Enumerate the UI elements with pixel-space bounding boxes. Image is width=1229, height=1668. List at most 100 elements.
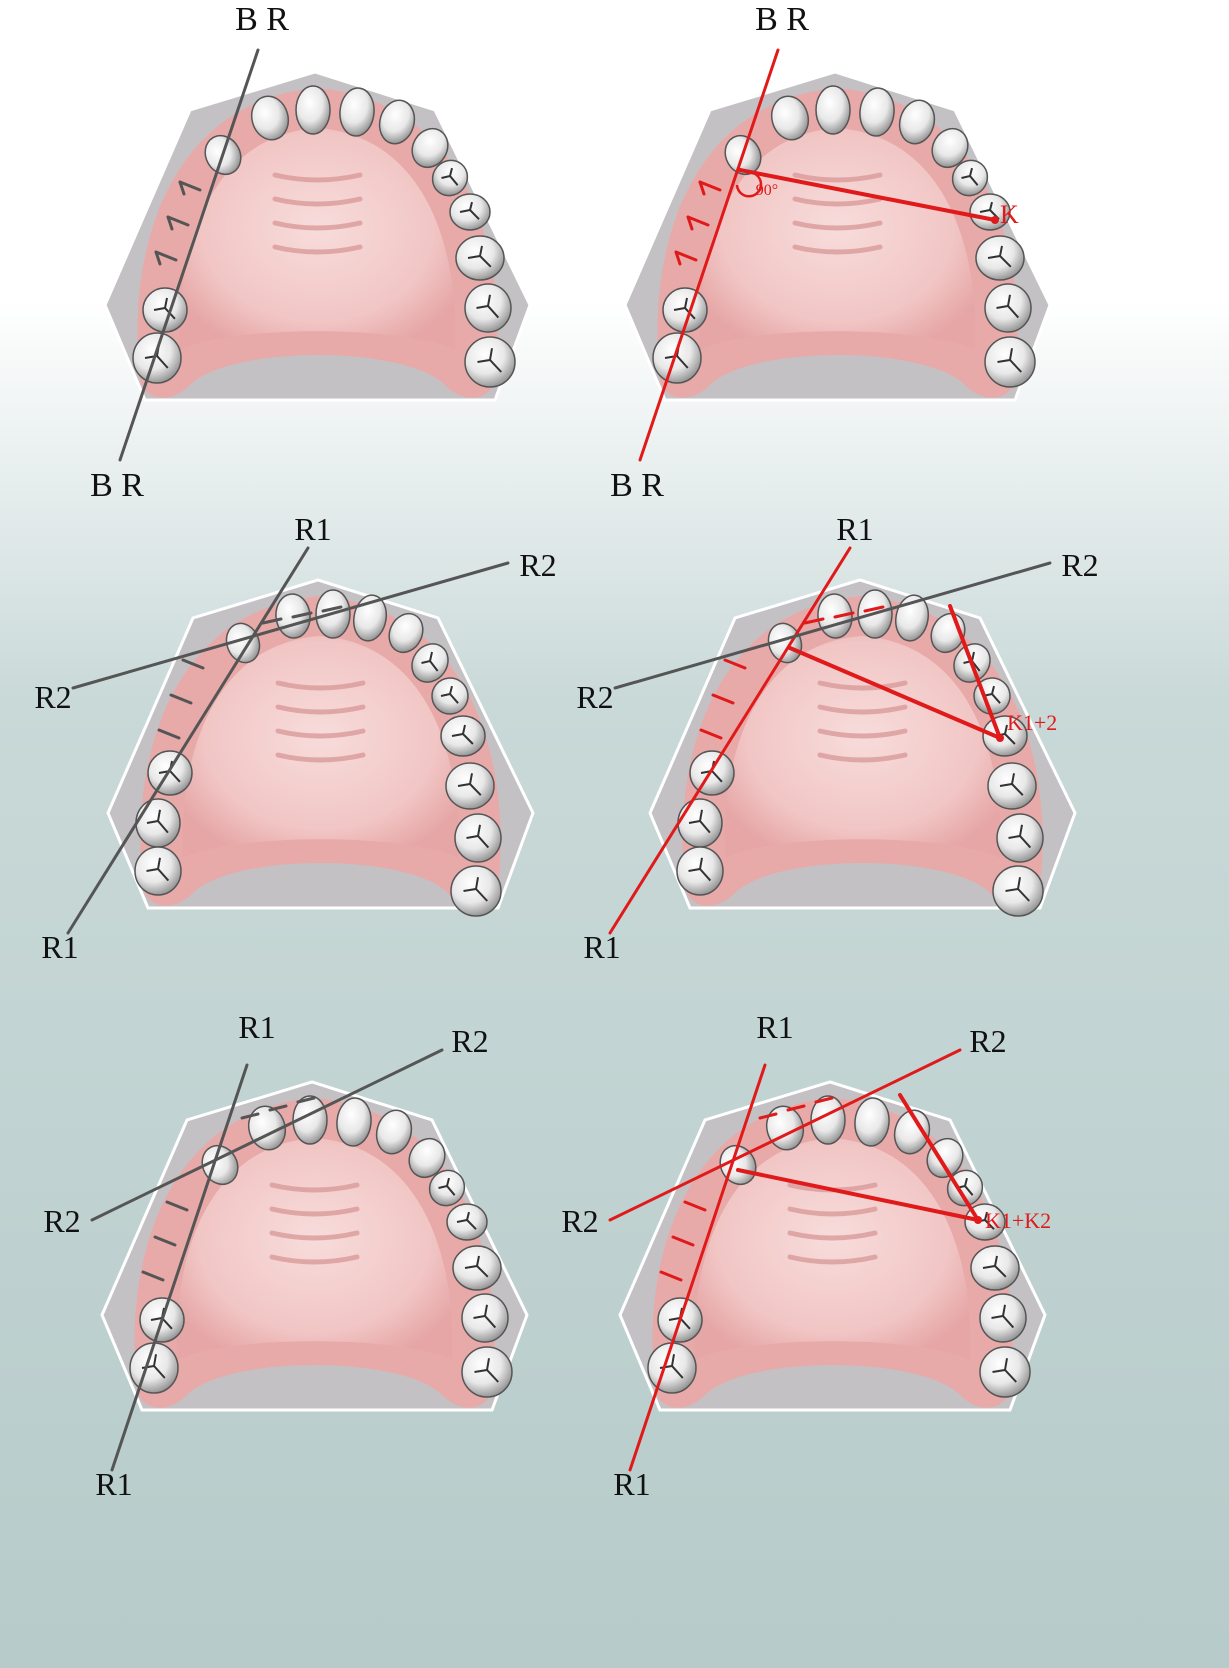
ridge-tick [863, 605, 885, 613]
tooth [411, 643, 449, 683]
palatal-ruga [817, 680, 908, 691]
ridge-tick [723, 658, 747, 670]
tooth [431, 677, 469, 715]
ridge-tick [178, 180, 186, 196]
ridge-tick [814, 1096, 834, 1104]
ridge-tick [758, 1112, 778, 1120]
palate [699, 128, 976, 350]
k-line-1 [736, 1168, 980, 1222]
tooth [894, 594, 930, 642]
br-label-bottom: B R [90, 467, 144, 504]
palate [179, 128, 456, 350]
r2-label-right: R2 [451, 1023, 488, 1059]
palatal-ruga [792, 172, 883, 183]
tooth [461, 1293, 509, 1343]
palatal-ruga [792, 220, 883, 231]
tooth [129, 1342, 179, 1394]
r1-label-bottom: R1 [613, 1466, 650, 1502]
palatal-ruga [817, 704, 908, 715]
k-point [974, 1216, 982, 1224]
tooth [926, 1137, 964, 1179]
ridge-line-r2 [608, 1048, 962, 1222]
ridge-tick [165, 1200, 189, 1212]
tooth [135, 798, 181, 848]
tooth [295, 85, 331, 135]
palatal-ruga [792, 196, 883, 207]
palatal-ruga [792, 244, 883, 255]
r1-label-top: R1 [294, 511, 331, 547]
tooth [647, 1342, 697, 1394]
r2-label-left: R2 [34, 679, 71, 715]
tooth [431, 159, 469, 197]
tooth [132, 332, 182, 384]
r2-label-right: R2 [519, 547, 556, 583]
k-label: K [1000, 200, 1019, 229]
tooth [979, 1293, 1027, 1343]
k-line-1 [788, 646, 1002, 740]
r1-label-top: R1 [238, 1009, 275, 1045]
tooth [464, 336, 516, 388]
tooth [375, 1109, 413, 1155]
palatal-ruga [269, 1254, 360, 1265]
tooth [449, 193, 491, 231]
ridge-tick [686, 215, 694, 231]
br-label-top: B R [755, 1, 809, 38]
ridge-tick [141, 1270, 165, 1282]
ridge-tick [803, 617, 825, 625]
r2-label-right: R2 [1061, 547, 1098, 583]
tooth [973, 677, 1011, 715]
br-label-bottom: B R [610, 467, 664, 504]
ridge-tick [154, 250, 178, 262]
tooth [854, 1097, 890, 1147]
tooth [975, 235, 1025, 281]
tooth [931, 127, 969, 169]
ridge-tick [711, 693, 735, 705]
tooth [464, 283, 512, 333]
r2-label-left: R2 [561, 1203, 598, 1239]
tooth [450, 865, 502, 917]
tooth [810, 1095, 846, 1145]
ridge-line-r1 [66, 546, 310, 935]
tooth [970, 1245, 1020, 1291]
r2-label-right: R2 [969, 1023, 1006, 1059]
ridge-tick [674, 250, 698, 262]
palatal-ruga [275, 680, 366, 691]
palatal-ruga [269, 1182, 360, 1193]
palatal-ruga [787, 1206, 878, 1217]
ridge-tick [659, 1270, 683, 1282]
palatal-ruga [272, 220, 363, 231]
ridge-line-br [118, 48, 260, 462]
tooth [676, 846, 724, 896]
tooth [250, 95, 290, 141]
tooth [445, 762, 495, 810]
ridge-tick [154, 250, 162, 266]
k-point [991, 216, 999, 224]
ridge-tick [686, 215, 710, 227]
tooth [461, 1346, 513, 1398]
tooth [987, 762, 1037, 810]
tooth [411, 127, 449, 169]
ridge-tick [268, 1104, 288, 1112]
r1-label-top: R1 [836, 511, 873, 547]
panel-2: B R B R 90° K [610, 1, 1052, 504]
tooth [767, 622, 803, 664]
tooth [428, 1169, 466, 1207]
tooth [979, 1346, 1031, 1398]
palatal-ruga [817, 728, 908, 739]
ridge-tick [698, 180, 706, 196]
tooth [984, 283, 1032, 333]
palatal-ruga [269, 1230, 360, 1241]
tooth [893, 1109, 931, 1155]
ridge-line-br [638, 48, 780, 462]
palate [694, 1138, 971, 1360]
tooth [440, 715, 486, 757]
tooth [408, 1137, 446, 1179]
ridge-line-r2 [613, 561, 1052, 690]
tooth [147, 750, 193, 796]
angle-label: 90° [756, 182, 778, 199]
ridge-tick [166, 215, 190, 227]
ridge-line-r1 [628, 1063, 767, 1472]
